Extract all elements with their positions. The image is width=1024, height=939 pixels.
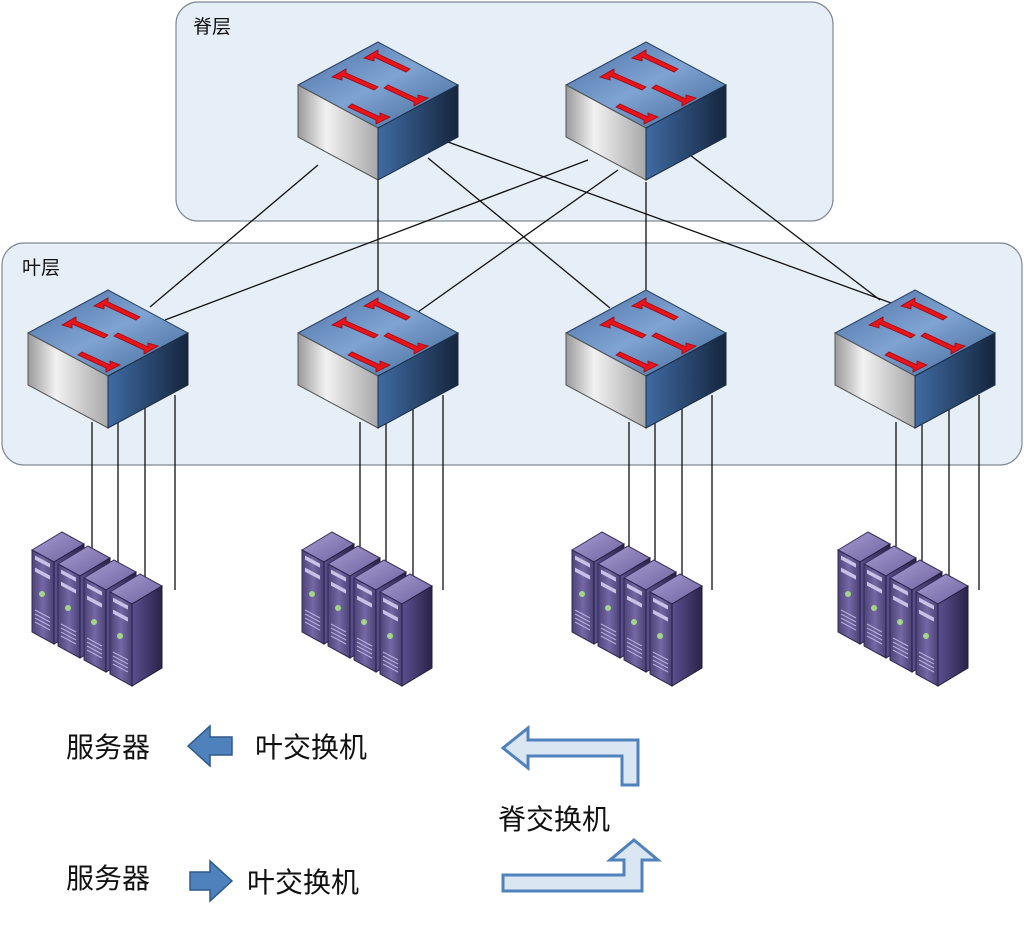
- legend-row1-server: 服务器: [66, 731, 150, 764]
- leaf-layer-panel: [1, 242, 1023, 466]
- legend-row2-leaf-switch: 叶交换机: [247, 866, 359, 899]
- legend-spine-switch: 脊交换机: [498, 803, 610, 836]
- spine-leaf-links: [149, 141, 906, 321]
- server-rack-1: [32, 532, 162, 686]
- leaf-server-links: [91, 395, 980, 590]
- spine-layer-label: 脊层: [193, 16, 231, 38]
- arrow-right-icon: [189, 859, 234, 903]
- return-arrow-bottom-icon: [501, 838, 663, 893]
- leaf-layer-label: 叶层: [22, 257, 60, 279]
- legend-row1-leaf-switch: 叶交换机: [255, 731, 367, 764]
- legend-row2-server: 服务器: [66, 862, 150, 895]
- arrow-left-icon: [186, 724, 233, 768]
- return-arrow-top-icon: [500, 724, 640, 787]
